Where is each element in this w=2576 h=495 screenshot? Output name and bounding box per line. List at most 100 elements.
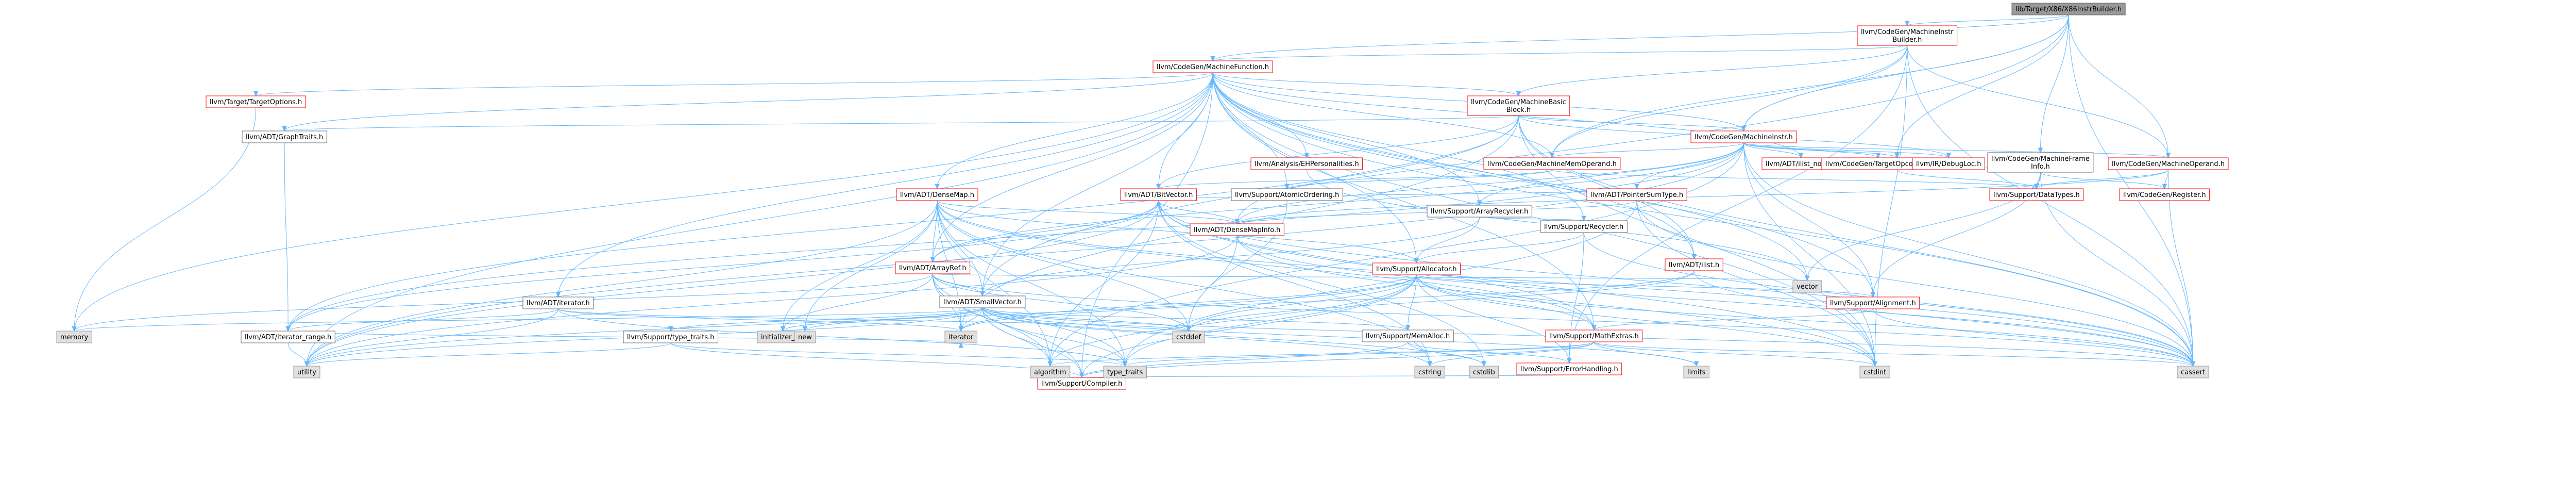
edge-arrayrecycler-to-smallvector [982,217,1480,296]
edge-mf-to-atomicordering [1212,72,1287,189]
node-arrayref[interactable]: llvm/ADT/ArrayRef.h [895,261,971,274]
edge-mf-to-iterator [557,72,1213,298]
node-label: llvm/ADT/iterator.h [527,300,590,307]
node-box [1120,188,1197,201]
node-box [2119,188,2210,201]
node-box [1665,258,1723,271]
node-iterator_range: llvm/ADT/iterator_range.h [241,331,335,343]
edge-mib-to-mbb [1518,45,1908,96]
node-box [1172,331,1205,343]
edge-mbb-to-s_iterator [960,115,1519,332]
edge-mbb-to-bitvector [1158,115,1519,189]
node-label: algorithm [1034,369,1066,376]
edge-arrowhead [1894,153,1900,159]
node-mf[interactable]: llvm/CodeGen/MachineFunction.h [1153,60,1273,73]
node-box [944,331,977,343]
edge-mi-to-s_utility [306,142,1744,367]
node-label: llvm/CodeGen/MachineBasic [1471,98,1566,106]
node-label: llvm/CodeGen/MachineInstr.h [1694,134,1793,141]
edge-arrowhead [935,184,940,190]
node-s_type_traits: type_traits [1103,366,1147,378]
node-mmo[interactable]: llvm/CodeGen/MachineMemOperand.h [1483,157,1621,170]
node-box [1859,366,1890,378]
edge-graphtraits-to-iterator_range [284,142,289,332]
edge-root-to-mmo [1551,14,2069,158]
edge-mf-to-mbb [1212,72,1519,96]
edge-allocator-to-mathextras [1416,274,1595,331]
node-label: llvm/Support/AtomicOrdering.h [1235,191,1339,199]
edge-arrayref-to-s_cassert [932,273,2194,367]
node-label: llvm/Support/MemAlloc.h [1366,333,1450,340]
node-s_vector: vector [1792,280,1822,293]
edge-densemapinfo-to-s_utility [306,235,1238,367]
node-bitvector[interactable]: llvm/ADT/BitVector.h [1120,188,1197,201]
edge-allocator-to-s_cassert [1416,274,2194,367]
node-recycler: llvm/Support/Recycler.h [1540,220,1628,233]
edge-allocator-to-s_iterator [960,274,1417,332]
edge-mathextras-to-s_algorithm [1049,341,1595,367]
edge-smallvector-to-s_cstdlib [982,307,1484,367]
edge-root-to-mo [2068,14,2168,158]
edge-arrowhead [1156,200,1161,206]
edge-densemap-to-s_type_traits [937,200,1126,367]
node-box [1987,152,2094,173]
edge-root-to-mfi [2040,14,2069,153]
edge-arrowhead [1549,153,1555,159]
edge-pointersumtype-to-s_cstdint [1636,200,1875,367]
node-label: llvm/ADT/SmallVector.h [943,299,1022,306]
node-label: llvm/CodeGen/MachineInstr [1861,28,1954,36]
node-densemap[interactable]: llvm/ADT/DenseMap.h [896,188,978,201]
node-alignment[interactable]: llvm/Support/Alignment.h [1826,296,1920,309]
node-pointersumtype[interactable]: llvm/ADT/PointerSumType.h [1586,188,1687,201]
node-label: llvm/ADT/PointerSumType.h [1590,191,1683,199]
node-label: Block.h [1506,106,1531,114]
node-box [1586,188,1687,201]
edge-mi-to-s_cstdint [1743,142,1875,367]
node-mathextras[interactable]: llvm/Support/MathExtras.h [1545,329,1643,342]
edge-memalloc-to-errorhandling [1408,341,1570,364]
node-box [1190,223,1284,236]
edge-densemap-to-smallvector [937,200,983,296]
node-datatypes[interactable]: llvm/Support/DataTypes.h [1989,188,2084,201]
node-box [2011,3,2126,15]
edge-arrowhead [1946,153,1951,159]
edge-alignment-to-mathextras [1594,308,1873,331]
edge-arrowhead [285,326,291,332]
node-compiler[interactable]: llvm/Support/Compiler.h [1037,377,1126,390]
node-errorhandling[interactable]: llvm/Support/ErrorHandling.h [1516,362,1622,375]
node-ehpers[interactable]: llvm/Analysis/EHPersonalities.h [1250,157,1363,170]
node-ilist[interactable]: llvm/ADT/ilist.h [1665,258,1723,271]
node-debugloc[interactable]: llvm/IR/DebugLoc.h [1912,157,1985,170]
edge-smallvector-to-s_cstring [982,307,1430,367]
edge-mathextras-to-s_limits [1594,341,1697,367]
edge-pointersumtype-to-s_cassert [1636,200,2194,367]
node-targetopcodes[interactable]: llvm/CodeGen/TargetOpcodes.h [1821,157,1935,170]
node-densemapinfo[interactable]: llvm/ADT/DenseMapInfo.h [1190,223,1284,236]
node-label: llvm/CodeGen/MachineOperand.h [2112,160,2225,168]
edge-arrowhead [1741,126,1747,132]
edge-pointersumtype-to-bitvector [1158,188,1637,201]
node-register[interactable]: llvm/CodeGen/Register.h [2119,188,2210,201]
node-box [1792,280,1822,293]
edge-arrowhead [958,342,963,348]
edge-mbb-to-mi [1518,115,1744,131]
node-allocator[interactable]: llvm/Support/Allocator.h [1372,262,1461,275]
node-mi[interactable]: llvm/CodeGen/MachineInstr.h [1690,130,1797,143]
node-box [206,95,306,108]
node-label: llvm/CodeGen/MachineFunction.h [1157,63,1269,71]
edge-densemap-to-s_new [804,200,938,332]
node-box [522,296,594,309]
node-targetoptions[interactable]: llvm/Target/TargetOptions.h [206,95,306,108]
node-label: type_traits [1107,369,1143,376]
edge-mf-to-mathextras [1212,72,1595,331]
node-ilistnode[interactable]: llvm/ADT/ilist_node.h [1761,157,1840,170]
node-mo[interactable]: llvm/CodeGen/MachineOperand.h [2108,157,2229,170]
edge-mathextras-to-s_cstring [1429,341,1595,367]
edge-mi-to-targetopcodes [1743,142,1879,158]
edge-arrowhead [1284,184,1290,190]
node-s_algorithm: algorithm [1030,366,1071,378]
